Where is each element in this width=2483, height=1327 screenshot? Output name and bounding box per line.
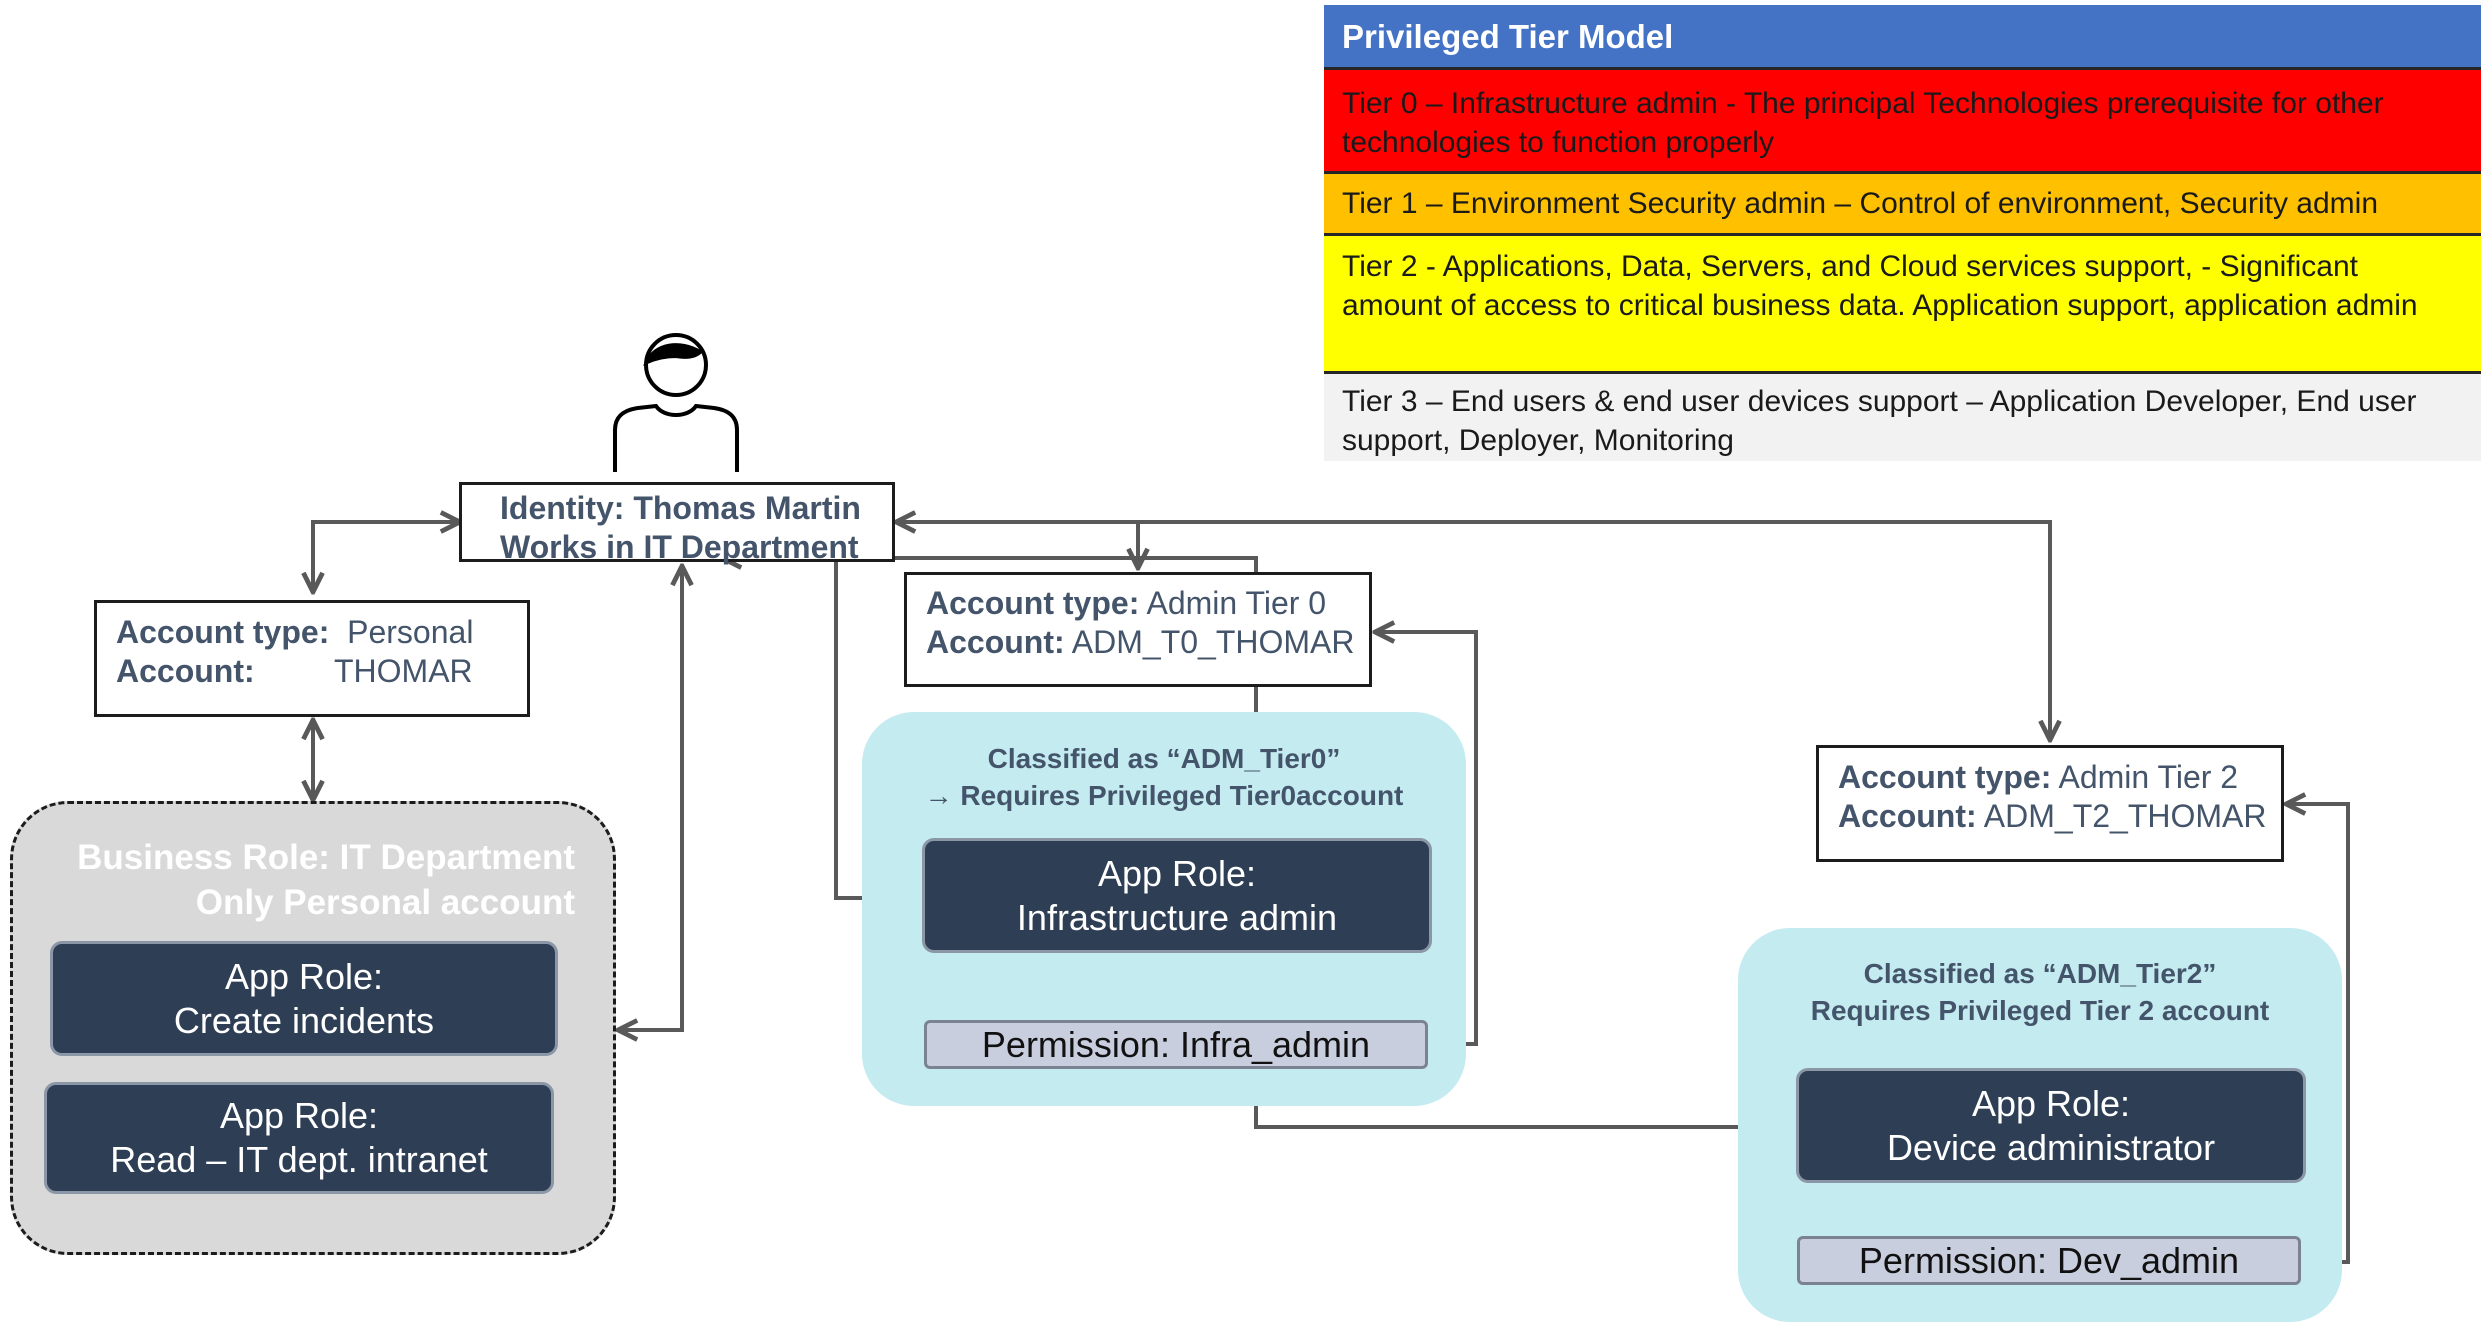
legend-tier-0: Tier 0 – Infrastructure admin - The prin…: [1324, 67, 2481, 171]
connector-tier0-device-role: [1254, 1106, 1796, 1127]
tier2-account-box[interactable]: Account type: Admin Tier 2 Account: ADM_…: [1816, 745, 2284, 862]
app-role-label: App Role:: [224, 955, 384, 997]
identity-name: Identity: Thomas Martin: [500, 490, 861, 526]
permission-dev-admin[interactable]: Permission: Dev_admin: [1797, 1236, 2301, 1285]
account-type-label: Account type:: [1838, 759, 2052, 795]
app-role-label: App Role:: [1971, 1082, 2131, 1124]
person-icon: [613, 333, 739, 472]
connector-tier0-identity: [722, 558, 1258, 572]
legend-tier-1: Tier 1 – Environment Security admin – Co…: [1324, 171, 2481, 233]
tier2-classification: Classified as “ADM_Tier2” Requires Privi…: [1738, 955, 2342, 1029]
app-role-name: Infrastructure admin: [1016, 896, 1338, 938]
permission-infra-admin[interactable]: Permission: Infra_admin: [924, 1020, 1428, 1069]
business-role-name: Business Role: IT Department: [77, 838, 575, 877]
legend-tier-3: Tier 3 – End users & end user devices su…: [1324, 371, 2481, 461]
app-role-label: App Role:: [1097, 852, 1257, 894]
legend-tier-2: Tier 2 - Applications, Data, Servers, an…: [1324, 233, 2481, 371]
account-label: Account:: [926, 624, 1065, 660]
tier0-class-name: Classified as “ADM_Tier0”: [987, 743, 1341, 774]
account-value: ADM_T2_THOMAR: [1983, 798, 2267, 834]
identity-box[interactable]: Identity: Thomas Martin Works in IT Depa…: [459, 482, 895, 565]
tier2-class-name: Classified as “ADM_Tier2”: [1863, 958, 2217, 989]
app-role-name: Create incidents: [173, 999, 435, 1041]
app-role-read-intranet[interactable]: App Role: Read – IT dept. intranet: [44, 1082, 554, 1194]
app-role-label: App Role:: [219, 1095, 379, 1136]
account-type-label: Account type:: [116, 614, 330, 650]
legend-title: Privileged Tier Model: [1324, 5, 2481, 67]
account-value: THOMAR: [334, 653, 473, 689]
business-role-note: Only Personal account: [195, 883, 575, 922]
app-role-name: Device administrator: [1886, 1126, 2216, 1168]
connector-identity-personal: [313, 522, 460, 592]
account-label: Account:: [1838, 798, 1977, 834]
tier0-account-box[interactable]: Account type: Admin Tier 0 Account: ADM_…: [904, 572, 1372, 687]
account-type-value: Personal: [347, 614, 474, 650]
tier2-class-requirement: Requires Privileged Tier 2 account: [1810, 995, 2270, 1026]
tier0-classification: Classified as “ADM_Tier0” → Requires Pri…: [862, 740, 1466, 814]
connector-identity-business: [618, 566, 682, 1030]
account-type-value: Admin Tier 0: [1146, 585, 1327, 621]
account-label: Account:: [116, 653, 255, 689]
app-role-infrastructure-admin[interactable]: App Role: Infrastructure admin: [922, 838, 1432, 953]
connector-identity-tier2: [896, 522, 2050, 740]
app-role-device-administrator[interactable]: App Role: Device administrator: [1796, 1068, 2306, 1183]
account-type-label: Account type:: [926, 585, 1140, 621]
business-role-title: Business Role: IT Department Only Person…: [13, 835, 575, 925]
account-value: ADM_T0_THOMAR: [1071, 624, 1355, 660]
app-role-name: Read – IT dept. intranet: [110, 1139, 488, 1180]
tier0-class-requirement: → Requires Privileged Tier0account: [924, 780, 1404, 811]
personal-account-box[interactable]: Account type: Personal Account: THOMAR: [94, 600, 530, 717]
app-role-create-incidents[interactable]: App Role: Create incidents: [50, 941, 558, 1056]
account-type-value: Admin Tier 2: [2058, 759, 2239, 795]
identity-department: Works in IT Department: [500, 529, 859, 565]
tier-model-legend: Privileged Tier Model Tier 0 – Infrastru…: [1324, 5, 2481, 461]
